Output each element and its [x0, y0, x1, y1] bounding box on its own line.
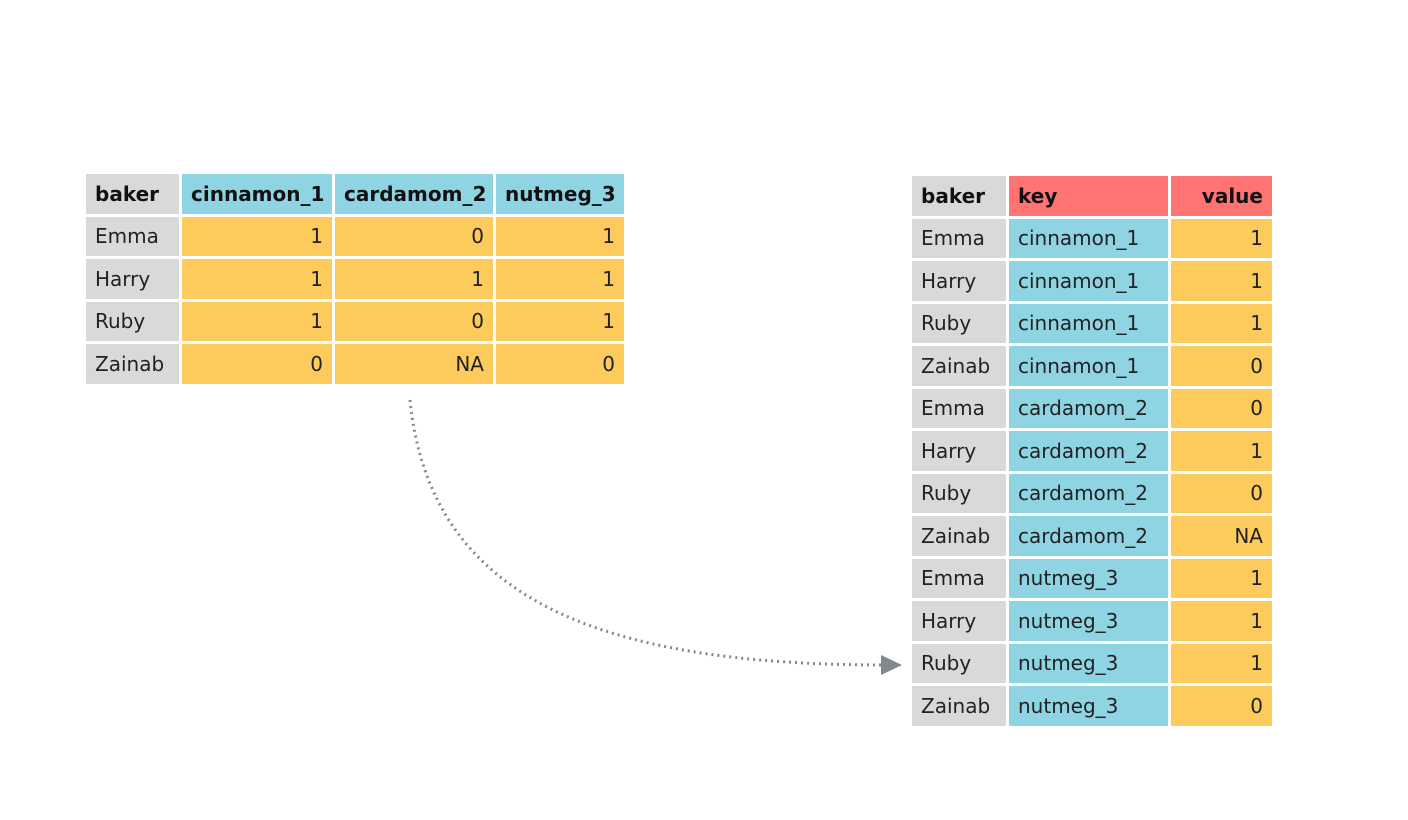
wide-value-cell: 1 [496, 216, 624, 256]
long-baker-cell: Ruby [912, 303, 1006, 343]
long-key-cell: nutmeg_3 [1009, 686, 1168, 726]
long-baker-cell: Harry [912, 601, 1006, 641]
long-baker-cell: Zainab [912, 686, 1006, 726]
long-key-cell: cinnamon_1 [1009, 346, 1168, 386]
transform-arrow-head [881, 655, 902, 675]
long-key-cell: nutmeg_3 [1009, 601, 1168, 641]
wide-value-cell: 1 [182, 216, 332, 256]
wide-baker-cell: Harry [86, 259, 179, 299]
long-value-cell: 1 [1171, 643, 1272, 683]
wide-baker-cell: Emma [86, 216, 179, 256]
long-baker-cell: Emma [912, 388, 1006, 428]
long-baker-cell: Zainab [912, 346, 1006, 386]
long-baker-cell: Ruby [912, 643, 1006, 683]
wide-header-baker: baker [86, 174, 179, 214]
wide-value-cell: 0 [182, 344, 332, 384]
long-value-cell: 0 [1171, 388, 1272, 428]
long-key-cell: cinnamon_1 [1009, 261, 1168, 301]
wide-value-cell: 0 [496, 344, 624, 384]
long-value-cell: 1 [1171, 261, 1272, 301]
wide-value-cell: 1 [182, 301, 332, 341]
long-baker-cell: Harry [912, 261, 1006, 301]
long-value-cell: 0 [1171, 686, 1272, 726]
long-key-cell: nutmeg_3 [1009, 643, 1168, 683]
long-key-cell: nutmeg_3 [1009, 558, 1168, 598]
wide-value-cell: 1 [335, 259, 493, 299]
long-baker-cell: Emma [912, 558, 1006, 598]
long-header-baker: baker [912, 176, 1006, 216]
wide-value-cell: 1 [496, 259, 624, 299]
long-value-cell: 1 [1171, 218, 1272, 258]
wide-value-cell: NA [335, 344, 493, 384]
long-value-cell: NA [1171, 516, 1272, 556]
wide-baker-cell: Ruby [86, 301, 179, 341]
long-key-cell: cardamom_2 [1009, 431, 1168, 471]
long-value-cell: 1 [1171, 303, 1272, 343]
long-header-value: value [1171, 176, 1272, 216]
wide-header-nutmeg_3: nutmeg_3 [496, 174, 624, 214]
wide-value-cell: 0 [335, 301, 493, 341]
wide-value-cell: 0 [335, 216, 493, 256]
long-key-cell: cardamom_2 [1009, 473, 1168, 513]
transform-arrow-curve [408, 399, 886, 667]
long-key-cell: cinnamon_1 [1009, 303, 1168, 343]
long-baker-cell: Emma [912, 218, 1006, 258]
long-key-cell: cinnamon_1 [1009, 218, 1168, 258]
long-value-cell: 1 [1171, 601, 1272, 641]
wide-value-cell: 1 [496, 301, 624, 341]
long-baker-cell: Harry [912, 431, 1006, 471]
long-value-cell: 1 [1171, 558, 1272, 598]
wide-header-cardamom_2: cardamom_2 [335, 174, 493, 214]
long-baker-cell: Zainab [912, 516, 1006, 556]
wide-header-cinnamon_1: cinnamon_1 [182, 174, 332, 214]
long-value-cell: 0 [1171, 473, 1272, 513]
long-key-cell: cardamom_2 [1009, 388, 1168, 428]
long-baker-cell: Ruby [912, 473, 1006, 513]
wide-value-cell: 1 [182, 259, 332, 299]
long-key-cell: cardamom_2 [1009, 516, 1168, 556]
wide-baker-cell: Zainab [86, 344, 179, 384]
long-value-cell: 1 [1171, 431, 1272, 471]
long-value-cell: 0 [1171, 346, 1272, 386]
long-header-key: key [1009, 176, 1168, 216]
